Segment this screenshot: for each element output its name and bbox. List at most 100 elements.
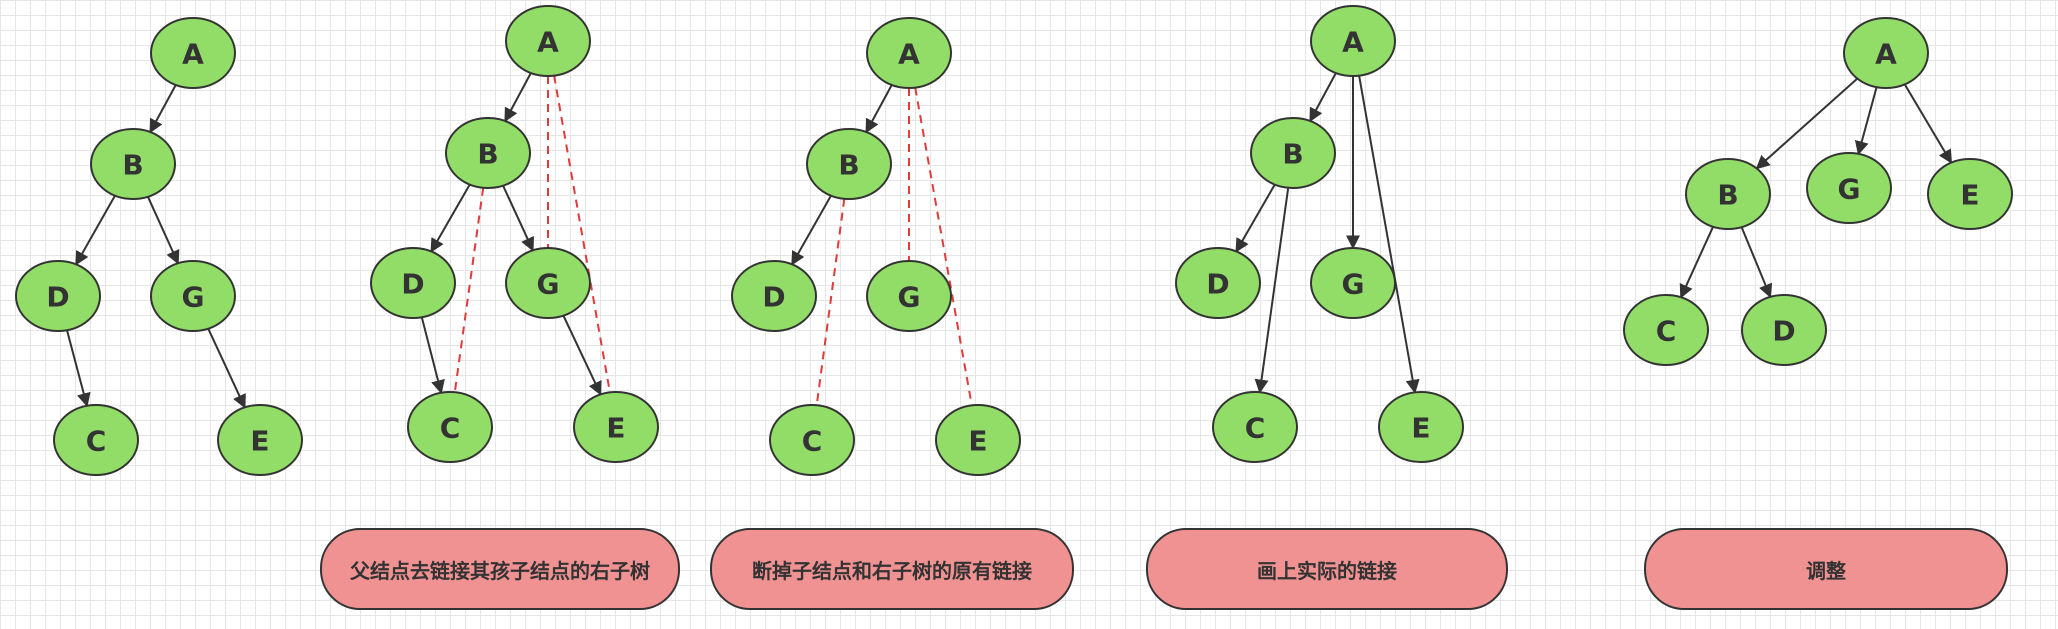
edge-step3-A-B [1309, 72, 1337, 123]
node-shape [806, 128, 892, 200]
node-step2-D: D [731, 260, 817, 332]
node-original-D: D [15, 260, 101, 332]
node-step4-G: G [1806, 152, 1892, 224]
caption-step4: 调整 [1644, 528, 2008, 610]
node-step1-B: B [445, 117, 531, 189]
edge-step1-A-E-dashed [553, 75, 611, 393]
node-original-A: A [150, 17, 236, 89]
panel-step3 [1235, 72, 1420, 394]
node-original-E: E [217, 404, 303, 476]
edge-step1-B-C-dashed [453, 187, 485, 393]
node-step4-E: E [1927, 158, 2013, 230]
node-step4-D: D [1741, 294, 1827, 366]
node-label: E [1960, 179, 1979, 212]
panel-step2 [791, 84, 973, 406]
edge-step1-G-E [562, 315, 602, 396]
node-shape [1843, 17, 1929, 89]
caption-step2: 断掉子结点和右子树的原有链接 [710, 528, 1074, 610]
node-label: B [122, 149, 143, 182]
node-label: A [1342, 26, 1364, 59]
node-shape [53, 404, 139, 476]
node-shape [217, 404, 303, 476]
node-label: D [401, 268, 424, 301]
node-shape [1927, 158, 2013, 230]
node-label: E [1411, 412, 1430, 445]
edge-step4-B-D [1740, 226, 1773, 299]
edge-original-A-B [149, 84, 177, 134]
edge-step2-B-C-dashed [815, 198, 846, 406]
node-step2-C: C [769, 404, 855, 476]
edge-step3-B-C [1254, 187, 1290, 394]
edge-step4-A-G [1854, 86, 1878, 156]
node-label: B [477, 138, 498, 171]
node-label: C [802, 425, 823, 458]
node-label: A [898, 38, 920, 71]
node-step1-A: A [505, 5, 591, 77]
node-label: B [838, 149, 859, 182]
edge-original-B-G [146, 196, 180, 265]
node-step2-B: B [806, 128, 892, 200]
caption-step3: 画上实际的链接 [1146, 528, 1508, 610]
edge-step2-B-D [791, 195, 832, 266]
node-label: G [537, 268, 560, 301]
node-shape [90, 128, 176, 200]
panel-step1-nodes: A B D G C E [370, 5, 659, 463]
node-step3-G: G [1310, 247, 1396, 319]
node-label: D [762, 281, 785, 314]
node-label: B [1282, 138, 1303, 171]
node-label: E [250, 425, 269, 458]
edge-step1-D-C [420, 316, 445, 395]
node-label: C [86, 425, 107, 458]
node-label: A [537, 26, 559, 59]
edge-original-B-D [75, 195, 116, 266]
node-shape [1175, 247, 1261, 319]
edge-original-D-C [66, 329, 91, 408]
node-original-G: G [150, 260, 236, 332]
node-label: G [1838, 173, 1861, 206]
node-step3-B: B [1250, 117, 1336, 189]
node-shape [1623, 294, 1709, 366]
edge-step1-A-B [504, 72, 532, 123]
node-shape [150, 17, 236, 89]
node-step1-D: D [370, 247, 456, 319]
node-step1-C: C [407, 391, 493, 463]
node-shape [1250, 117, 1336, 189]
node-shape [445, 117, 531, 189]
caption-step1: 父结点去链接其孩子结点的右子树 [320, 528, 680, 610]
node-step4-B: B [1685, 158, 1771, 230]
node-label: E [606, 412, 625, 445]
node-label: G [182, 281, 205, 314]
node-step3-A: A [1310, 5, 1396, 77]
node-shape [370, 247, 456, 319]
node-step3-D: D [1175, 247, 1261, 319]
edge-step1-B-G [502, 185, 534, 252]
edge-step4-A-E [1903, 83, 1953, 164]
node-label: E [968, 425, 987, 458]
node-shape [935, 404, 1021, 476]
panel-step1 [420, 72, 611, 396]
node-original-B: B [90, 128, 176, 200]
node-label: A [182, 38, 204, 71]
node-shape [1806, 152, 1892, 224]
edge-step3-A-E [1358, 75, 1420, 394]
node-shape [1212, 391, 1298, 463]
node-shape [505, 5, 591, 77]
panel-original [66, 84, 246, 409]
node-shape [505, 247, 591, 319]
node-label: D [46, 281, 69, 314]
node-shape [15, 260, 101, 332]
node-label: D [1772, 315, 1795, 348]
node-step3-C: C [1212, 391, 1298, 463]
edge-step2-A-E-dashed [914, 87, 973, 406]
node-shape [1310, 5, 1396, 77]
node-shape [866, 260, 952, 332]
edge-original-G-E [207, 328, 246, 409]
node-shape [1310, 247, 1396, 319]
node-shape [866, 17, 952, 89]
edge-step1-B-D [430, 184, 471, 253]
edge-step4-B-C [1679, 226, 1715, 299]
